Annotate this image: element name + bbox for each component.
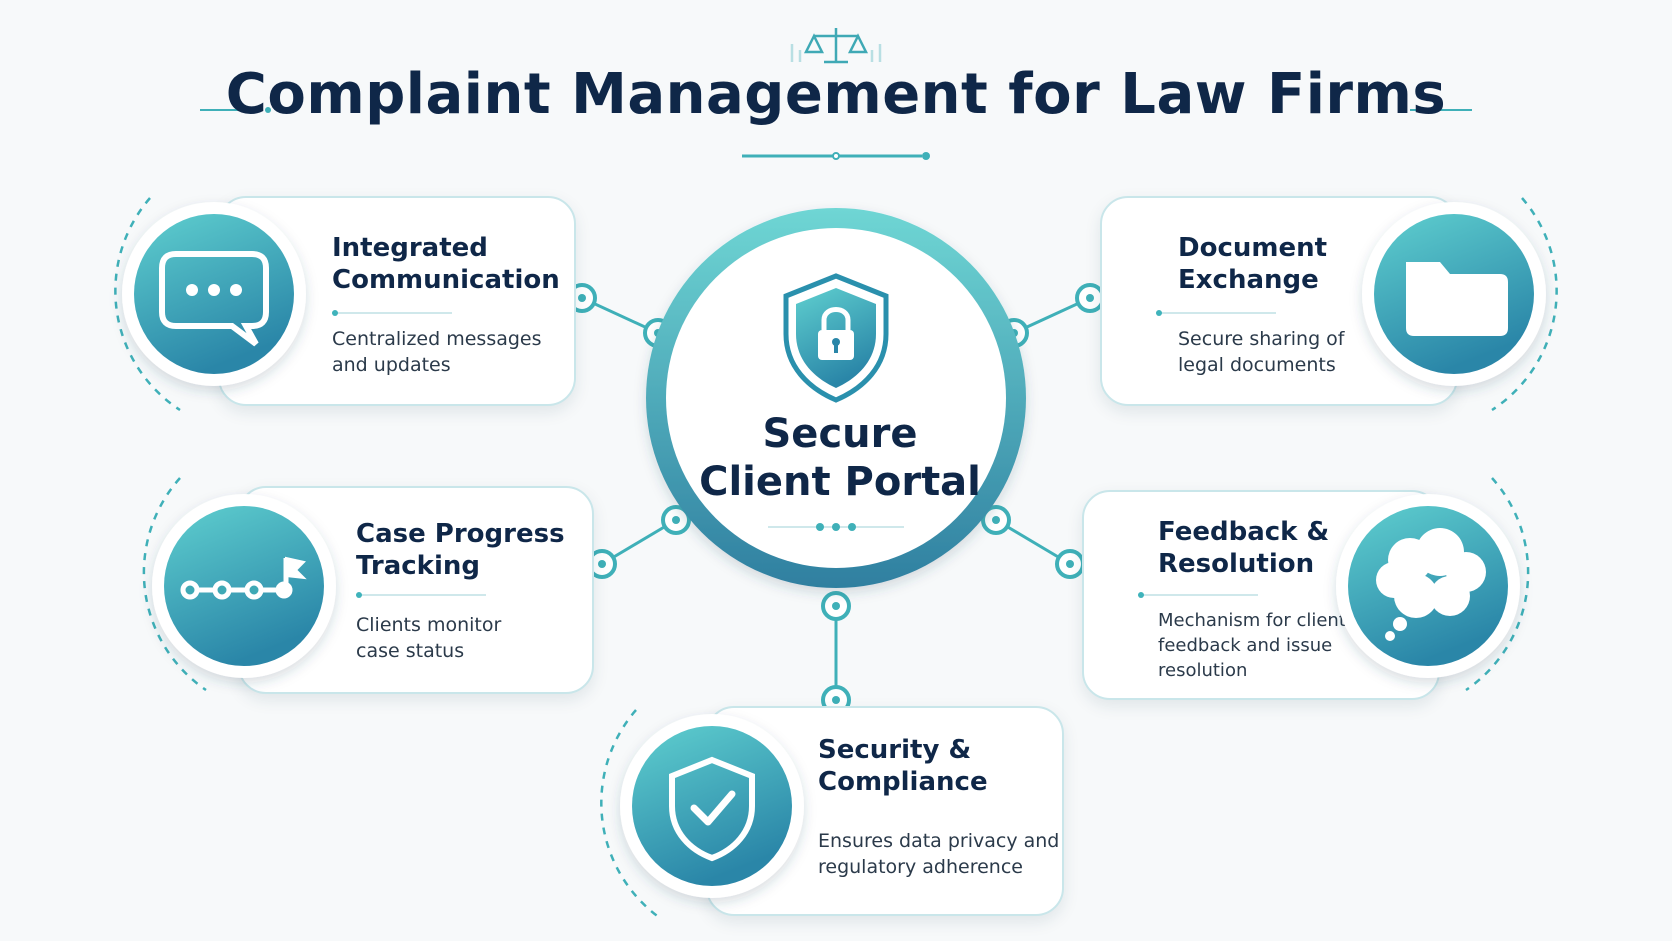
- card-description-line-1: Clients monitor: [356, 614, 502, 636]
- card-divider: [1156, 310, 1276, 316]
- card-title: Document Exchange: [1178, 232, 1327, 296]
- title-decoration: [200, 107, 1472, 160]
- card-divider: [1138, 592, 1258, 598]
- card-description-line-3: resolution: [1158, 660, 1248, 681]
- card-security-compliance: Security & Compliance Ensures data priva…: [706, 706, 1064, 916]
- card-divider: [356, 592, 486, 598]
- card-divider: [332, 310, 452, 316]
- card-title: Integrated Communication: [332, 232, 560, 296]
- card-feedback-resolution: Feedback & Resolution Mechanism for clie…: [1082, 490, 1440, 700]
- hub-title-line-1: Secure: [762, 411, 918, 457]
- card-description-line-1: Centralized messages: [332, 328, 542, 350]
- lock-shield-icon: [783, 273, 889, 403]
- scales-of-justice-icon: [790, 28, 882, 64]
- card-description: Ensures data privacy and regulatory adhe…: [818, 828, 1059, 880]
- card-description: Centralized messages and updates: [332, 326, 542, 378]
- card-title: Security & Compliance: [818, 734, 988, 798]
- card-integrated-communication: Integrated Communication Centralized mes…: [218, 196, 576, 406]
- card-document-exchange: Document Exchange Secure sharing of lega…: [1100, 196, 1458, 406]
- card-title-line-2: Communication: [332, 265, 560, 295]
- page-title: Complaint Management for Law Firms: [225, 62, 1447, 127]
- card-description: Mechanism for client feedback and issue …: [1158, 608, 1346, 683]
- card-title-line-1: Document: [1178, 233, 1328, 263]
- card-description-line-2: and updates: [332, 354, 451, 376]
- card-description: Secure sharing of legal documents: [1178, 326, 1345, 378]
- card-description-line-2: regulatory adherence: [818, 856, 1023, 878]
- hub-title-line-2: Client Portal: [699, 459, 981, 505]
- card-title-line-1: Feedback &: [1158, 517, 1330, 547]
- card-title-line-1: Integrated: [332, 233, 488, 263]
- card-title: Case Progress Tracking: [356, 518, 565, 582]
- central-hub: [646, 208, 1026, 588]
- card-title-line-2: Compliance: [818, 767, 988, 797]
- card-description-line-1: Ensures data privacy and: [818, 830, 1060, 852]
- card-description-line-2: feedback and issue: [1158, 635, 1333, 656]
- card-title-line-2: Resolution: [1158, 549, 1315, 579]
- card-title-line-2: Exchange: [1178, 265, 1319, 295]
- card-title-line-2: Tracking: [356, 551, 480, 581]
- card-description-line-2: case status: [356, 640, 465, 662]
- card-description: Clients monitor case status: [356, 612, 501, 664]
- card-description-line-1: Secure sharing of: [1178, 328, 1345, 350]
- card-title-line-1: Security &: [818, 735, 972, 765]
- card-description-line-1: Mechanism for client: [1158, 610, 1346, 631]
- card-title-line-1: Case Progress: [356, 519, 565, 549]
- hub-title: Secure Client Portal: [660, 410, 1020, 506]
- card-description-line-2: legal documents: [1178, 354, 1336, 376]
- card-case-progress-tracking: Case Progress Tracking Clients monitor c…: [238, 486, 594, 694]
- card-title: Feedback & Resolution: [1158, 516, 1329, 580]
